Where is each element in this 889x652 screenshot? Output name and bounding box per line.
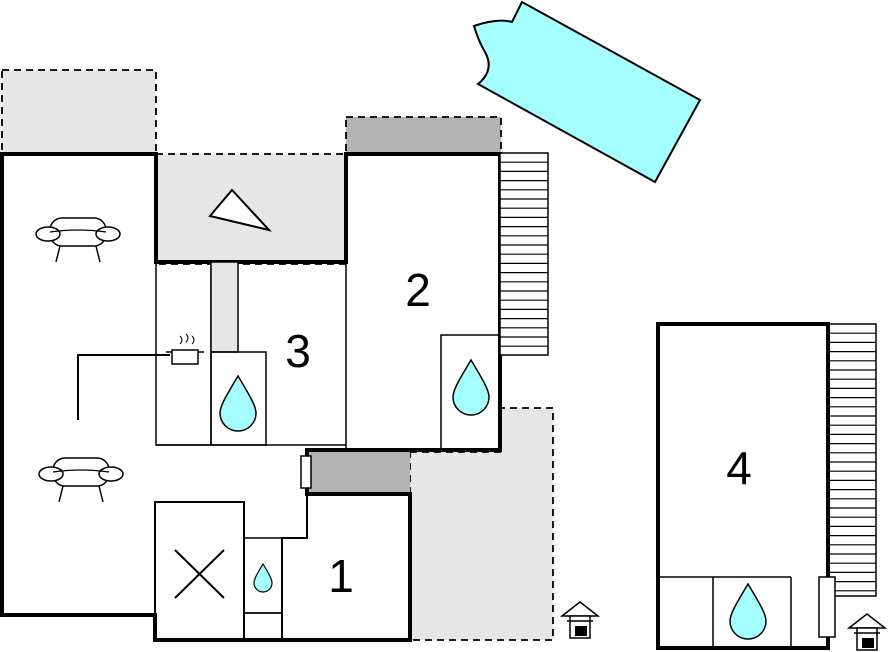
staircase: [827, 323, 877, 597]
room-number-4: 4: [726, 442, 752, 494]
terrace-top-room2: [345, 116, 502, 154]
room-number-2: 2: [405, 264, 431, 316]
terrace-top-left: [1, 69, 157, 155]
terrace-bottom-strip: [307, 452, 410, 494]
terrace-top-center: [155, 153, 347, 265]
bathroom-room2: [440, 334, 501, 451]
cross-icon: [174, 549, 225, 599]
cooking-pot-icon: [166, 333, 204, 365]
sofa-icon: [35, 217, 121, 263]
room1-wall: [281, 494, 308, 640]
water-drop-icon: [452, 358, 490, 416]
water-drop-icon: [729, 582, 767, 640]
storage-room: [154, 501, 245, 641]
pool-shape: [472, 0, 702, 184]
door-icon: [818, 576, 836, 638]
room-number-1: 1: [328, 550, 354, 602]
annex-building-walls: [656, 322, 830, 650]
corridor-partition: [210, 261, 239, 353]
water-drop-icon: [253, 562, 273, 593]
door-icon: [300, 455, 312, 489]
living-divider: [77, 354, 170, 420]
compass-triangle-icon: [208, 188, 272, 232]
water-drop-icon: [219, 374, 257, 432]
staircase: [499, 152, 549, 356]
terrace-bottom-right: [409, 407, 554, 641]
entrance-house-icon: [846, 613, 888, 651]
sofa-icon: [38, 457, 124, 503]
entrance-house-icon: [559, 601, 601, 639]
room-number-3: 3: [285, 325, 311, 377]
